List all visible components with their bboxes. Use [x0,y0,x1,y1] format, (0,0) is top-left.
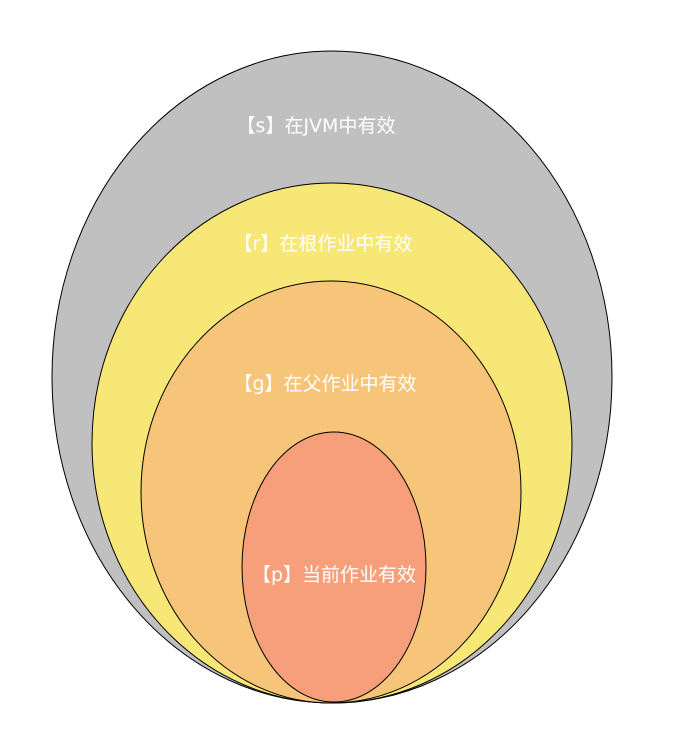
root-job-scope-label: 【r】在根作业中有效 [234,233,413,255]
current-job-scope-label: 【p】当前作业有效 [252,564,416,586]
jvm-scope-label: 【s】在JVM中有效 [237,115,396,137]
current-job-scope-ellipse [241,431,427,703]
parent-job-scope-label: 【g】在父作业中有效 [233,373,416,395]
